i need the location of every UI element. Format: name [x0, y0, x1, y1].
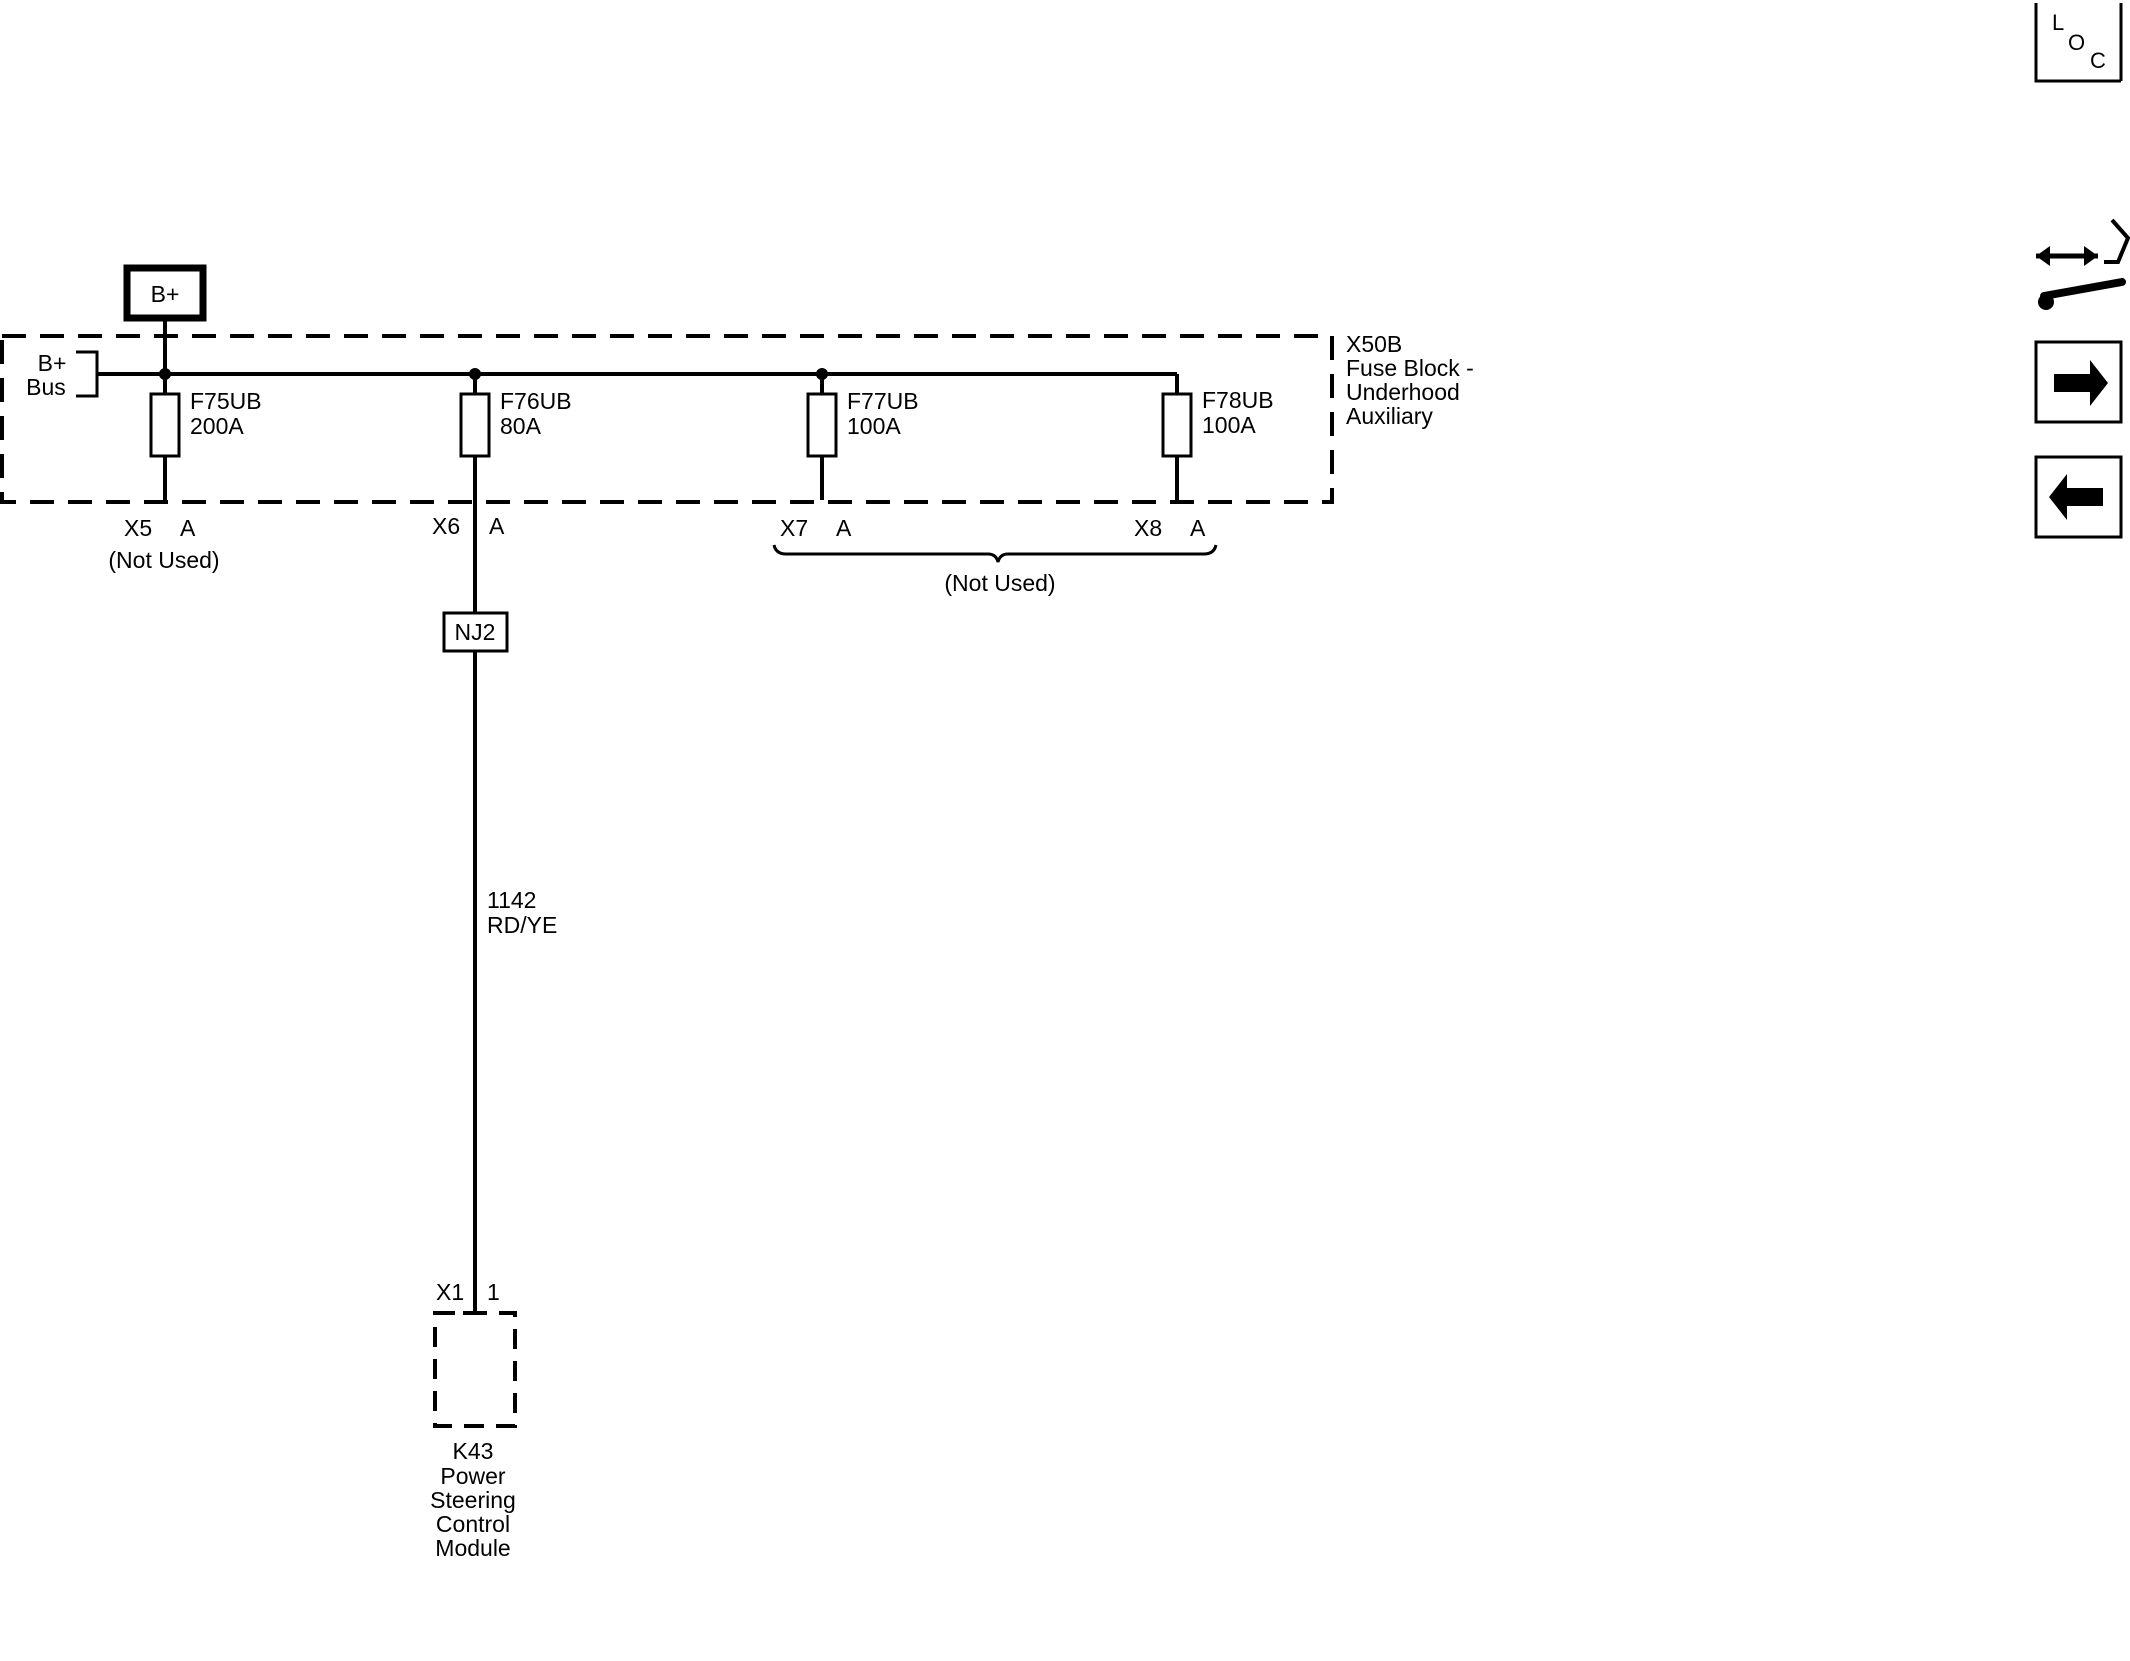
fuse-name: F78UB — [1202, 387, 1274, 413]
module-name-line3: Steering — [430, 1487, 516, 1513]
module-k43: X1 1 K43 Power Steering Control Module — [430, 1279, 517, 1561]
arrow-left-icon — [2049, 474, 2103, 520]
module-name-line2: Power — [440, 1463, 506, 1489]
fuse-rating: 200A — [190, 413, 244, 439]
fuse-pin: A — [836, 515, 852, 541]
b-plus-bus: B+ Bus — [26, 350, 1177, 400]
fuse-block-name-line1: X50B — [1346, 331, 1402, 357]
fuse-name: F77UB — [847, 388, 919, 414]
bus-label-line1: B+ — [38, 350, 67, 376]
fuse-block-label: X50B Fuse Block - Underhood Auxiliary — [1346, 331, 1474, 429]
location-letter-c: C — [2090, 48, 2106, 73]
not-used-brace: (Not Used) — [772, 544, 1218, 596]
power-source-b-plus: B+ — [123, 264, 207, 372]
brace-shape — [772, 544, 1218, 563]
module-connector: X1 — [436, 1279, 464, 1305]
previous-page-button[interactable] — [2034, 455, 2123, 539]
fuse-connector: X5 — [124, 515, 152, 541]
fuse-rating: 100A — [847, 413, 901, 439]
fuse-connector: X8 — [1134, 515, 1162, 541]
location-button-frame — [2034, 3, 2121, 83]
connector-shape — [2104, 218, 2130, 264]
splice-label: NJ2 — [455, 619, 496, 645]
not-used-x5-label: (Not Used) — [108, 547, 219, 573]
fuse-symbol — [149, 392, 181, 458]
next-page-button[interactable] — [2034, 340, 2123, 424]
fuse-f75ub: F75UB 200A X5 A (Not Used) — [108, 368, 262, 573]
component-view-icon[interactable] — [2036, 218, 2130, 310]
fuse-block-outline — [0, 334, 1334, 504]
fuse-rating: 100A — [1202, 412, 1256, 438]
location-letter-o: O — [2068, 30, 2085, 55]
bus-label-line2: Bus — [26, 374, 66, 400]
wire-color-code: RD/YE — [487, 912, 557, 938]
fuse-connector: X6 — [432, 513, 460, 539]
fuse-block-name-line3: Underhood — [1346, 379, 1460, 405]
module-pin: 1 — [487, 1279, 500, 1305]
fuse-f78ub: F78UB 100A X8 A — [1134, 374, 1274, 541]
fuse-pin: A — [180, 515, 196, 541]
fuse-rating: 80A — [500, 413, 542, 439]
fuse-symbol — [459, 392, 491, 458]
double-arrow-left-head — [2036, 246, 2050, 266]
fuse-pin: A — [1190, 515, 1206, 541]
fuse-f76ub: F76UB 80A X6 A — [432, 368, 572, 539]
circuit-1142: NJ2 1142 RD/YE — [442, 500, 557, 1313]
fuse-connector: X7 — [780, 515, 808, 541]
fuse-block-name-line4: Auxiliary — [1346, 403, 1433, 429]
fuse-symbol — [1161, 392, 1193, 458]
power-source-label: B+ — [151, 281, 180, 307]
module-name-line4: Control — [436, 1511, 510, 1537]
module-outline — [433, 1311, 517, 1428]
wrench-head — [2038, 294, 2054, 310]
arrow-right-icon — [2054, 360, 2108, 406]
location-button[interactable]: L O C — [2034, 3, 2123, 83]
location-letter-l: L — [2052, 10, 2064, 35]
bus-bracket — [76, 350, 99, 398]
fuse-symbol — [806, 392, 838, 458]
fuse-pin: A — [489, 513, 505, 539]
module-name-line1: K43 — [453, 1438, 494, 1464]
fuse-f77ub: F77UB 100A X7 A — [780, 368, 919, 541]
wrench-shape — [2040, 278, 2126, 300]
module-name-line5: Module — [435, 1535, 510, 1561]
fuse-name: F76UB — [500, 388, 572, 414]
fuse-name: F75UB — [190, 388, 262, 414]
fuse-block-name-line2: Fuse Block - — [1346, 355, 1474, 381]
splice-box — [442, 611, 509, 653]
not-used-x7-x8-label: (Not Used) — [944, 570, 1055, 596]
double-arrow-right-head — [2084, 246, 2098, 266]
wire-circuit-number: 1142 — [487, 887, 536, 913]
